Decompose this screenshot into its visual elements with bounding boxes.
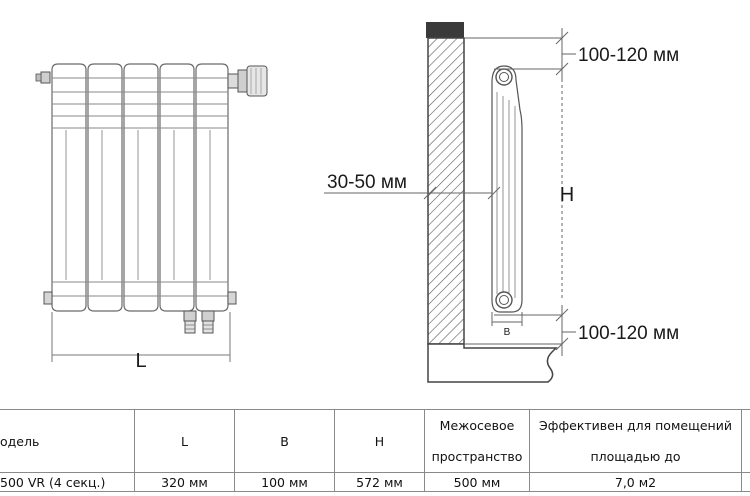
header-model: одель bbox=[0, 409, 135, 473]
cell-l: 320 мм bbox=[134, 472, 235, 492]
radiator-side-view: 100-120 мм 30-50 мм H B 100-120 мм bbox=[324, 22, 679, 383]
header-effective-line1: Эффективен для помещений bbox=[539, 418, 732, 433]
bottom-plug-left-icon bbox=[43, 291, 53, 305]
header-center-line2: пространство bbox=[431, 449, 523, 464]
header-h: H bbox=[334, 409, 425, 473]
air-valve-icon bbox=[35, 71, 51, 84]
thermostatic-valve-icon bbox=[227, 65, 268, 97]
radiator-section-1 bbox=[51, 63, 87, 312]
top-gap-label: 100-120 мм bbox=[578, 45, 679, 66]
header-b: B bbox=[234, 409, 335, 473]
cell-model: 500 VR (4 секц.) bbox=[0, 472, 135, 492]
header-center-distance: Межосевое пространство bbox=[424, 409, 530, 473]
cell-extra bbox=[741, 472, 750, 492]
radiator-section-4 bbox=[159, 63, 195, 312]
cell-center-distance: 500 мм bbox=[424, 472, 530, 492]
header-effective-line2: площадью до bbox=[590, 449, 681, 464]
wall-cap bbox=[426, 22, 464, 38]
bottom-plug-right-icon bbox=[227, 291, 237, 305]
cell-effective-area: 7,0 м2 bbox=[529, 472, 742, 492]
radiator-side-profile bbox=[491, 65, 523, 313]
spec-table: одель L B H Межосевое пространство Эффек… bbox=[0, 409, 750, 492]
floor bbox=[427, 343, 558, 383]
width-label: L bbox=[135, 350, 146, 372]
header-extra bbox=[741, 409, 750, 473]
width-dimension bbox=[51, 312, 231, 362]
header-l: L bbox=[134, 409, 235, 473]
cell-b: 100 мм bbox=[234, 472, 335, 492]
depth-label: B bbox=[504, 327, 511, 338]
radiator-section-2 bbox=[87, 63, 123, 312]
height-label: H bbox=[560, 184, 574, 206]
wall-gap-label: 30-50 мм bbox=[327, 172, 407, 193]
bottom-gap-label: 100-120 мм bbox=[578, 323, 679, 344]
cell-h: 572 мм bbox=[334, 472, 425, 492]
table-header-row: одель L B H Межосевое пространство Эффек… bbox=[0, 409, 750, 473]
header-effective-area: Эффективен для помещений площадью до bbox=[529, 409, 742, 473]
header-center-line1: Межосевое bbox=[439, 418, 515, 433]
radiator-section-3 bbox=[123, 63, 159, 312]
radiator-section-5 bbox=[195, 63, 229, 312]
bottom-connection-icon bbox=[183, 310, 215, 334]
wall bbox=[427, 37, 465, 345]
table-row: 500 VR (4 секц.) 320 мм 100 мм 572 мм 50… bbox=[0, 472, 750, 492]
radiator-front-view: L bbox=[35, 63, 268, 372]
